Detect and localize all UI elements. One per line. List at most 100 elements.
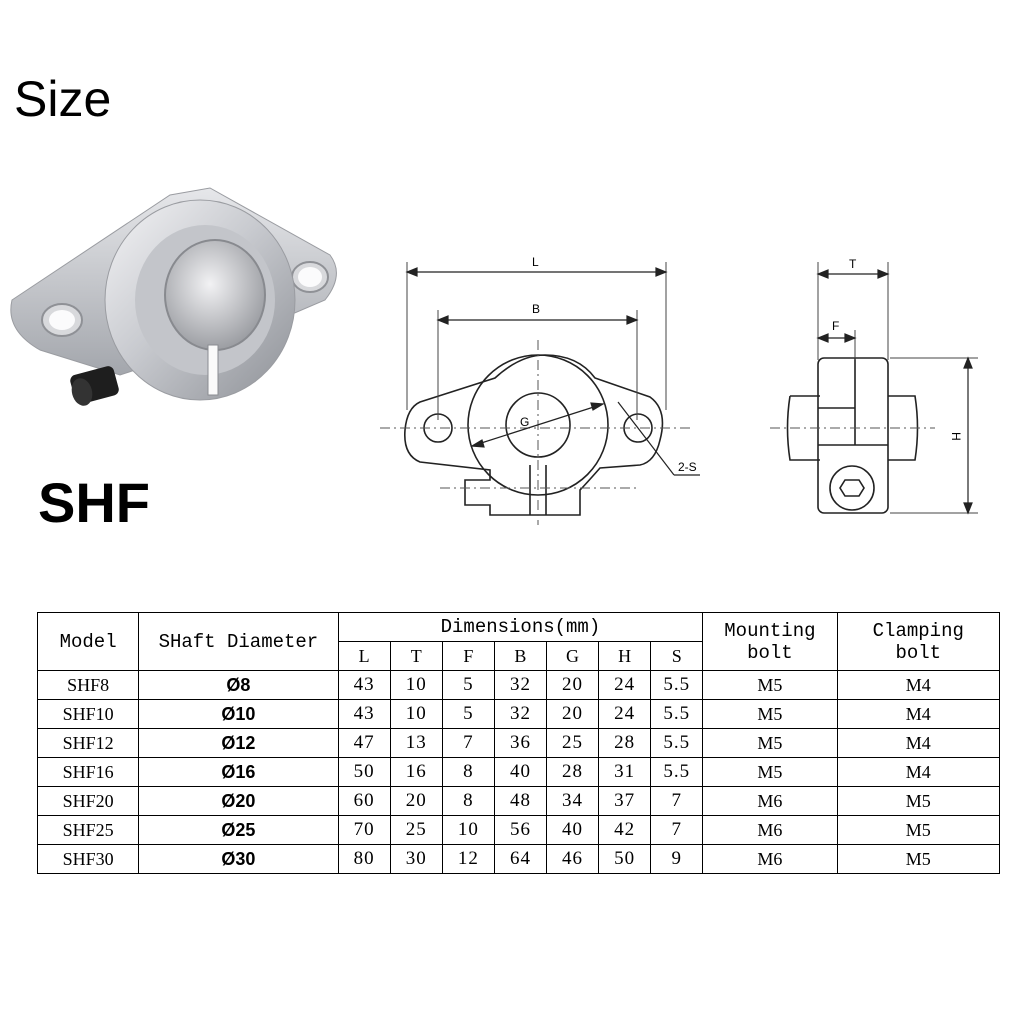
cell-dim-H: 37 xyxy=(598,786,652,816)
cell-dim-B: 36 xyxy=(493,728,547,758)
side-body xyxy=(817,357,889,514)
label-G: G xyxy=(520,415,529,429)
header-dim-S: S xyxy=(650,641,704,671)
cell-clamping-bolt: M5 xyxy=(836,786,1001,816)
header-dim-G: G xyxy=(545,641,600,671)
cell-mounting-bolt: M5 xyxy=(702,670,838,700)
header-dim-B: B xyxy=(493,641,547,671)
cell-dim-L: 70 xyxy=(337,815,391,845)
cell-model: SHF25 xyxy=(36,815,140,845)
cell-dim-H: 28 xyxy=(598,728,652,758)
header-shaft-diameter: SHaft Diameter xyxy=(138,612,339,671)
product-photo xyxy=(10,187,337,406)
cell-dim-S: 5.5 xyxy=(650,757,704,787)
cell-mounting-bolt: M5 xyxy=(702,728,838,758)
cell-dim-S: 9 xyxy=(650,844,704,874)
cell-dim-S: 7 xyxy=(650,786,704,816)
cell-mounting-bolt: M6 xyxy=(702,815,838,845)
cell-dim-T: 10 xyxy=(389,670,443,700)
label-2S: 2-S xyxy=(678,460,697,474)
dim-G-line xyxy=(474,404,601,446)
label-F: F xyxy=(832,319,839,333)
cell-model: SHF10 xyxy=(36,699,140,729)
technical-drawing: L B G 2-S T F H xyxy=(380,255,978,525)
cell-dim-G: 20 xyxy=(545,699,600,729)
cell-dim-B: 32 xyxy=(493,670,547,700)
cell-model: SHF16 xyxy=(36,757,140,787)
cell-dim-G: 28 xyxy=(545,757,600,787)
header-dim-T: T xyxy=(389,641,443,671)
cell-shaft-diameter: Ø10 xyxy=(138,699,339,729)
side-shaft xyxy=(786,395,820,461)
cell-dim-B: 48 xyxy=(493,786,547,816)
cell-dim-B: 64 xyxy=(493,844,547,874)
cell-dim-S: 7 xyxy=(650,815,704,845)
cell-mounting-bolt: M5 xyxy=(702,699,838,729)
header-model: Model xyxy=(36,612,140,671)
front-view-outline xyxy=(403,354,664,516)
cell-dim-G: 34 xyxy=(545,786,600,816)
cell-shaft-diameter: Ø12 xyxy=(138,728,339,758)
cell-dim-H: 24 xyxy=(598,670,652,700)
cell-shaft-diameter: Ø20 xyxy=(138,786,339,816)
cell-dim-L: 50 xyxy=(337,757,391,787)
cell-dim-G: 25 xyxy=(545,728,600,758)
cell-dim-G: 20 xyxy=(545,670,600,700)
header-dim-H: H xyxy=(598,641,652,671)
cell-shaft-diameter: Ø25 xyxy=(138,815,339,845)
cell-model: SHF8 xyxy=(36,670,140,700)
clamp-screw xyxy=(829,465,875,511)
cell-clamping-bolt: M5 xyxy=(836,815,1001,845)
cell-dim-F: 5 xyxy=(441,670,495,700)
cell-clamping-bolt: M4 xyxy=(836,699,1001,729)
cell-dim-F: 8 xyxy=(441,757,495,787)
cell-dim-T: 16 xyxy=(389,757,443,787)
cell-dim-G: 40 xyxy=(545,815,600,845)
cell-dim-T: 13 xyxy=(389,728,443,758)
header-dim-L: L xyxy=(337,641,391,671)
cell-clamping-bolt: M4 xyxy=(836,757,1001,787)
cell-dim-S: 5.5 xyxy=(650,728,704,758)
cell-dim-L: 43 xyxy=(337,670,391,700)
cell-dim-L: 47 xyxy=(337,728,391,758)
label-T: T xyxy=(849,257,857,271)
cell-shaft-diameter: Ø8 xyxy=(138,670,339,700)
model-name: SHF xyxy=(38,471,150,534)
cell-mounting-bolt: M5 xyxy=(702,757,838,787)
cell-dim-F: 12 xyxy=(441,844,495,874)
cell-dim-T: 25 xyxy=(389,815,443,845)
header-dim-F: F xyxy=(441,641,495,671)
cell-clamping-bolt: M4 xyxy=(836,670,1001,700)
cell-dim-L: 60 xyxy=(337,786,391,816)
cell-dim-T: 20 xyxy=(389,786,443,816)
cell-dim-F: 8 xyxy=(441,786,495,816)
cell-dim-T: 10 xyxy=(389,699,443,729)
cell-dim-F: 7 xyxy=(441,728,495,758)
label-B: B xyxy=(532,302,540,316)
cell-mounting-bolt: M6 xyxy=(702,786,838,816)
cell-dim-B: 32 xyxy=(493,699,547,729)
cell-clamping-bolt: M4 xyxy=(836,728,1001,758)
cell-dim-H: 50 xyxy=(598,844,652,874)
spec-table: Model SHaft Diameter Dimensions(mm) Moun… xyxy=(36,612,1001,874)
cell-dim-H: 24 xyxy=(598,699,652,729)
label-L: L xyxy=(532,255,539,269)
cell-mounting-bolt: M6 xyxy=(702,844,838,874)
page-title: Size xyxy=(14,71,112,127)
cell-dim-H: 42 xyxy=(598,815,652,845)
label-H: H xyxy=(949,432,963,441)
header-dimensions: Dimensions(mm) xyxy=(337,612,704,642)
cell-dim-H: 31 xyxy=(598,757,652,787)
cell-model: SHF30 xyxy=(36,844,140,874)
cell-dim-L: 43 xyxy=(337,699,391,729)
cell-dim-T: 30 xyxy=(389,844,443,874)
cell-dim-S: 5.5 xyxy=(650,670,704,700)
